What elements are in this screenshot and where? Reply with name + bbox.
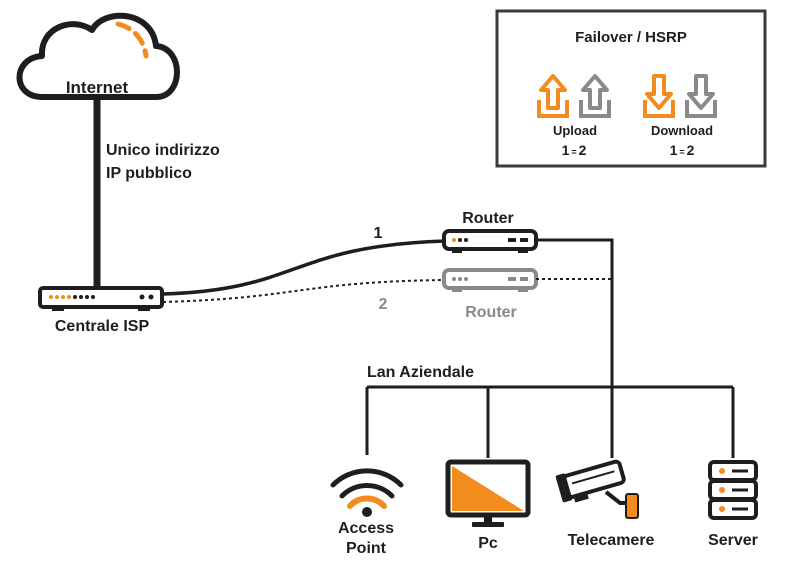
primary-router-icon (442, 229, 538, 253)
pc-label: Pc (478, 535, 498, 552)
server-icon (708, 460, 758, 520)
access-point-label-line2: Point (346, 540, 387, 557)
uplink-label-line2: IP pubblico (106, 165, 192, 182)
upload-ratio: 1=2 (562, 142, 587, 158)
backup-router-icon (442, 268, 538, 292)
download-orange-icon (643, 74, 675, 118)
wifi-icon (330, 468, 404, 517)
upload-gray-icon (579, 74, 611, 118)
access-point-label-line1: Access (338, 520, 394, 537)
upload-ratio-left: 1 (562, 142, 570, 158)
upload-ratio-eq: = (571, 147, 576, 157)
failover-title: Failover / HSRP (575, 29, 687, 46)
isp-device-icon (38, 286, 164, 311)
download-gray-icon (685, 74, 717, 118)
internet-label: Internet (66, 78, 129, 97)
backup-link (162, 279, 445, 303)
lan-label: Lan Aziendale (367, 364, 474, 381)
isp-label: Centrale ISP (55, 318, 150, 335)
backup-router-label: Router (465, 304, 517, 321)
upload-ratio-right: 2 (579, 142, 587, 158)
download-ratio-eq: = (679, 147, 684, 157)
backup-link-number: 2 (379, 296, 388, 313)
primary-router-label: Router (462, 210, 514, 227)
internet-cloud-icon (16, 12, 180, 100)
primary-link (162, 239, 446, 296)
primary-router-lan-link (536, 238, 614, 458)
primary-link-number: 1 (374, 225, 383, 242)
download-ratio-left: 1 (670, 142, 678, 158)
download-label: Download (651, 123, 713, 138)
uplink-label-line1: Unico indirizzo (106, 142, 220, 159)
security-camera-icon (555, 459, 639, 519)
upload-orange-icon (537, 74, 569, 118)
download-ratio: 1=2 (670, 142, 695, 158)
server-label: Server (708, 532, 758, 549)
camera-label: Telecamere (568, 532, 655, 549)
download-ratio-right: 2 (687, 142, 695, 158)
monitor-icon (445, 459, 531, 527)
upload-label: Upload (553, 123, 597, 138)
